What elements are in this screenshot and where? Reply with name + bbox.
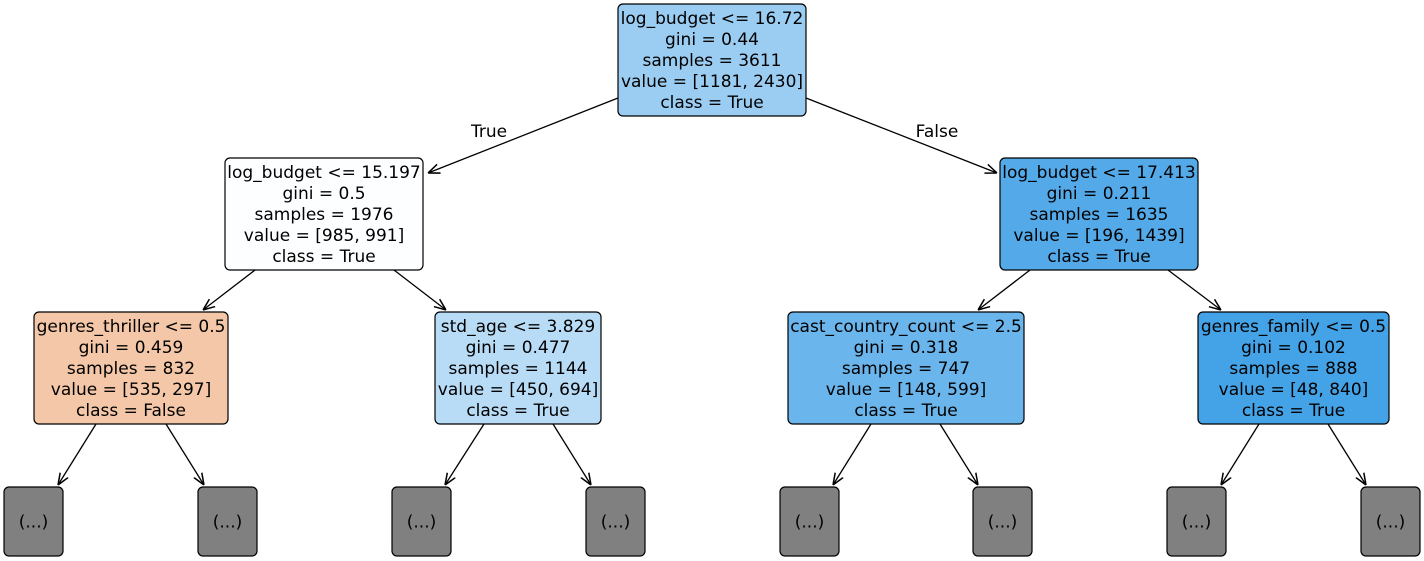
truncated-node: (...) [779, 486, 840, 557]
node-line: class = True [272, 247, 375, 267]
edge-r-rl [978, 269, 1031, 310]
node-line: log_budget <= 16.72 [621, 9, 804, 29]
node-line: samples = 888 [1229, 359, 1357, 379]
truncated-node: (...) [1166, 486, 1227, 557]
node-line: class = False [76, 401, 186, 421]
truncated-label: (...) [407, 513, 436, 533]
node-line: value = [48, 840] [1219, 380, 1369, 400]
node-line: gini = 0.44 [665, 30, 759, 50]
truncated-node: (...) [972, 486, 1033, 557]
node-line: log_budget <= 15.197 [227, 163, 420, 183]
node-line: samples = 1976 [255, 205, 394, 225]
node-line: value = [148, 599] [826, 380, 986, 400]
truncated-label: (...) [213, 513, 242, 533]
truncated-label: (...) [601, 513, 630, 533]
node-line: class = True [466, 401, 569, 421]
truncated-box [972, 486, 1033, 557]
node-box [224, 157, 424, 271]
node-line: value = [450, 694] [438, 380, 598, 400]
truncated-node: (...) [1360, 486, 1421, 557]
node-box [999, 157, 1199, 271]
node-line: value = [196, 1439] [1013, 226, 1184, 246]
truncated-label: (...) [988, 513, 1017, 533]
node-line: std_age <= 3.829 [441, 317, 595, 337]
truncated-label: (...) [795, 513, 824, 533]
truncated-box [585, 486, 646, 557]
edge-rl-t2 [939, 423, 978, 485]
node-box [434, 311, 602, 425]
node-line: value = [1181, 2430] [621, 72, 803, 92]
truncated-box [1360, 486, 1421, 557]
edge-root-right [805, 97, 997, 173]
node-line: cast_country_count <= 2.5 [790, 317, 1022, 337]
node-line: gini = 0.318 [854, 338, 959, 358]
node-line: samples = 832 [67, 359, 195, 379]
edge-l-lr [393, 269, 446, 310]
truncated-node: (...) [197, 486, 258, 557]
truncated-box [779, 486, 840, 557]
truncated-box [391, 486, 452, 557]
node-box [1197, 311, 1390, 425]
tree-edges [58, 97, 1366, 485]
node-box [787, 311, 1025, 425]
node-line: value = [535, 297] [51, 380, 211, 400]
truncated-label: (...) [1376, 513, 1405, 533]
edge-rr-t1 [1221, 423, 1260, 485]
truncated-box [197, 486, 258, 557]
truncated-node: (...) [3, 486, 64, 557]
truncated-label: (...) [1182, 513, 1211, 533]
node-line: class = True [660, 93, 763, 113]
truncated-label: (...) [19, 513, 48, 533]
edge-lr-t2 [552, 423, 591, 485]
edge-root-left [428, 97, 619, 173]
node-line: samples = 747 [842, 359, 970, 379]
edge-l-ll [203, 269, 256, 310]
edge-label-true: True [470, 122, 507, 142]
truncated-box [3, 486, 64, 557]
edge-ll-t1 [58, 423, 97, 485]
edge-rl-t1 [833, 423, 872, 485]
node-line: samples = 3611 [643, 51, 782, 71]
node-box [617, 3, 807, 117]
node-line: gini = 0.5 [282, 184, 365, 204]
edge-lr-t1 [445, 423, 485, 485]
node-line: class = True [1047, 247, 1150, 267]
node-line: genres_family <= 0.5 [1201, 317, 1386, 337]
node-line: gini = 0.477 [466, 338, 571, 358]
node-line: genres_thriller <= 0.5 [37, 317, 226, 337]
edge-ll-t2 [165, 423, 204, 485]
truncated-box [1166, 486, 1227, 557]
edge-label-false: False [916, 122, 959, 142]
truncated-nodes: (...) (...) (...) (...) (...) (...) (...) (...) [3, 486, 1421, 557]
node-line: gini = 0.211 [1047, 184, 1152, 204]
truncated-node: (...) [585, 486, 646, 557]
node-line: samples = 1144 [449, 359, 588, 379]
node-line: gini = 0.102 [1241, 338, 1346, 358]
node-line: gini = 0.459 [79, 338, 184, 358]
node-box [33, 311, 229, 425]
truncated-node: (...) [391, 486, 452, 557]
node-line: value = [985, 991] [244, 226, 404, 246]
node-line: class = True [854, 401, 957, 421]
node-line: log_budget <= 17.413 [1002, 163, 1195, 183]
edge-r-rr [1167, 269, 1221, 310]
node-line: class = True [1242, 401, 1345, 421]
edge-rr-t2 [1327, 423, 1366, 485]
node-line: samples = 1635 [1030, 205, 1169, 225]
